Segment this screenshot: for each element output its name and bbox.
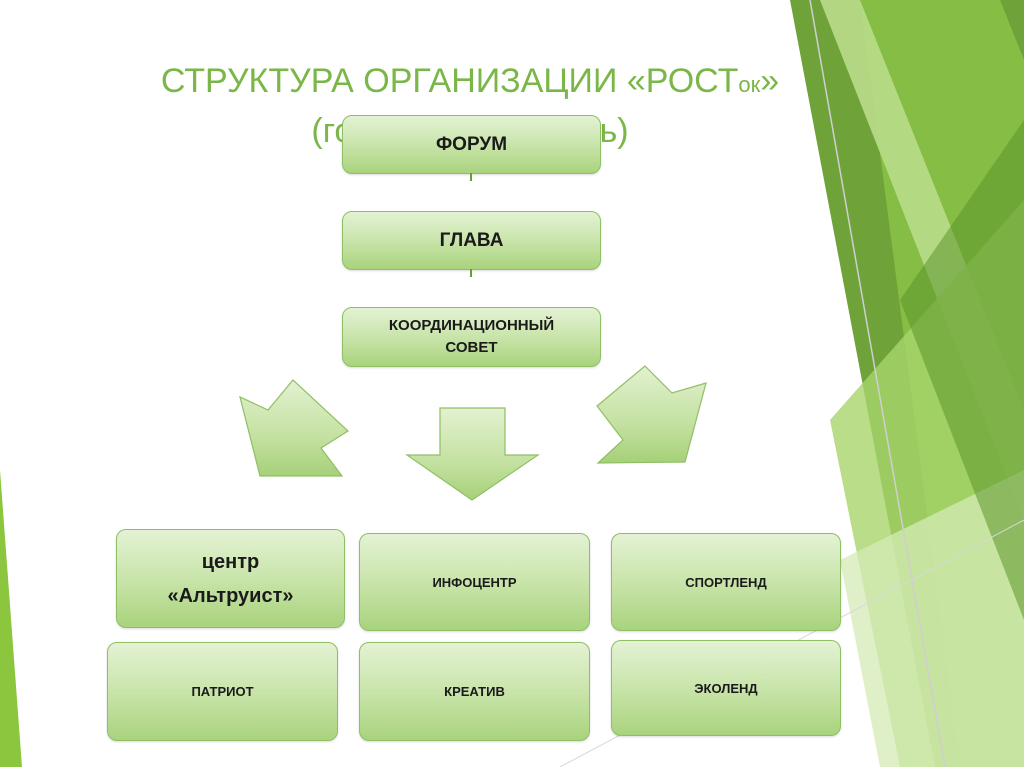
arrow-down xyxy=(405,407,540,501)
node-coordination-council: КООРДИНАЦИОННЫЙ СОВЕТ xyxy=(342,307,601,367)
arrow-down-right xyxy=(596,365,707,464)
node-patriot: ПАТРИОТ xyxy=(107,642,338,741)
node-forum: ФОРУМ xyxy=(342,115,601,174)
connector-head-council xyxy=(470,269,472,277)
node-creative: КРЕАТИВ xyxy=(359,642,590,741)
node-head: ГЛАВА xyxy=(342,211,601,270)
stripe-deep xyxy=(900,120,1024,620)
node-sportland: СПОРТЛЕНД xyxy=(611,533,841,631)
title-line-1: СТРУКТУРА ОРГАНИЗАЦИИ «РОСТок» xyxy=(160,62,780,100)
node-infocenter: ИНФОЦЕНТР xyxy=(359,533,590,631)
connector-forum-head xyxy=(470,173,472,181)
arrow-down-left xyxy=(239,379,349,477)
stripe-line-1 xyxy=(809,0,946,767)
stripe-left xyxy=(0,470,22,767)
node-ecoland: ЭКОЛЕНД xyxy=(611,640,841,736)
node-altruist-center: центр «Альтруист» xyxy=(116,529,345,628)
